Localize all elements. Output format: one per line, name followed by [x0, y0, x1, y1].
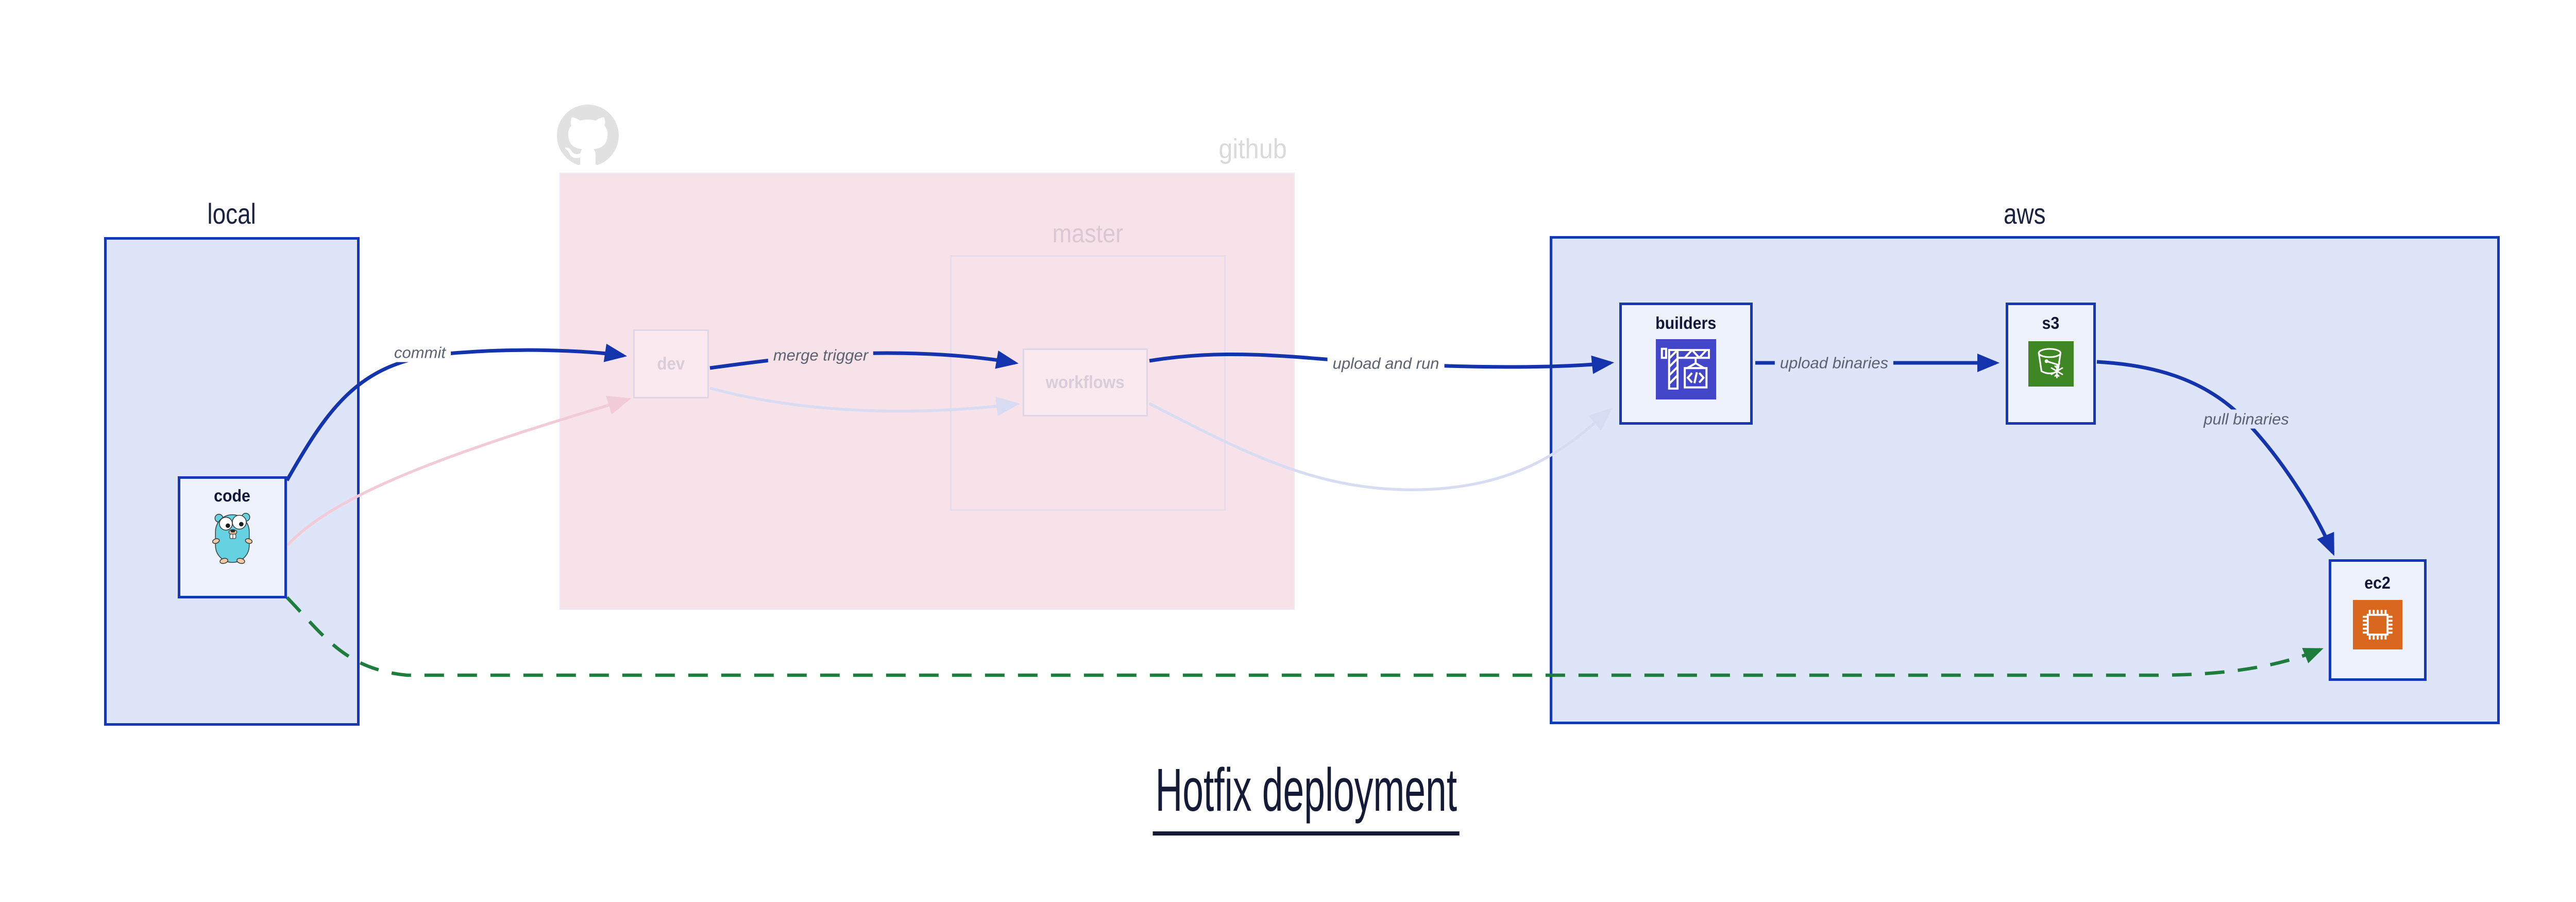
- edge-label-pull-binaries: pull binaries: [2198, 409, 2294, 429]
- edge-hotfix-shortcut: [285, 596, 2324, 677]
- github-region-label: github: [1218, 133, 1287, 164]
- edge-label-upload-binaries: upload binaries: [1774, 353, 1894, 373]
- edge-label-commit: commit: [389, 343, 451, 362]
- edge-label-upload-and-run: upload and run: [1327, 354, 1445, 373]
- page-title: Hotfix deployment: [1048, 755, 1564, 836]
- local-region-label: local: [207, 197, 257, 230]
- edge-faded-workflows-to-builders: [1148, 402, 1613, 491]
- edge-faded-dev-to-workflows: [709, 387, 1020, 416]
- github-octocat-icon: [557, 105, 619, 165]
- aws-region-label: aws: [2004, 197, 2046, 230]
- edge-label-merge-trigger: merge trigger: [768, 345, 874, 365]
- master-branch-label: master: [1052, 219, 1124, 248]
- github-region: [560, 173, 1295, 610]
- edge-pull-binaries: [2096, 360, 2335, 556]
- master-branch-box: [950, 255, 1226, 511]
- edge-faded-code-to-dev: [286, 395, 632, 546]
